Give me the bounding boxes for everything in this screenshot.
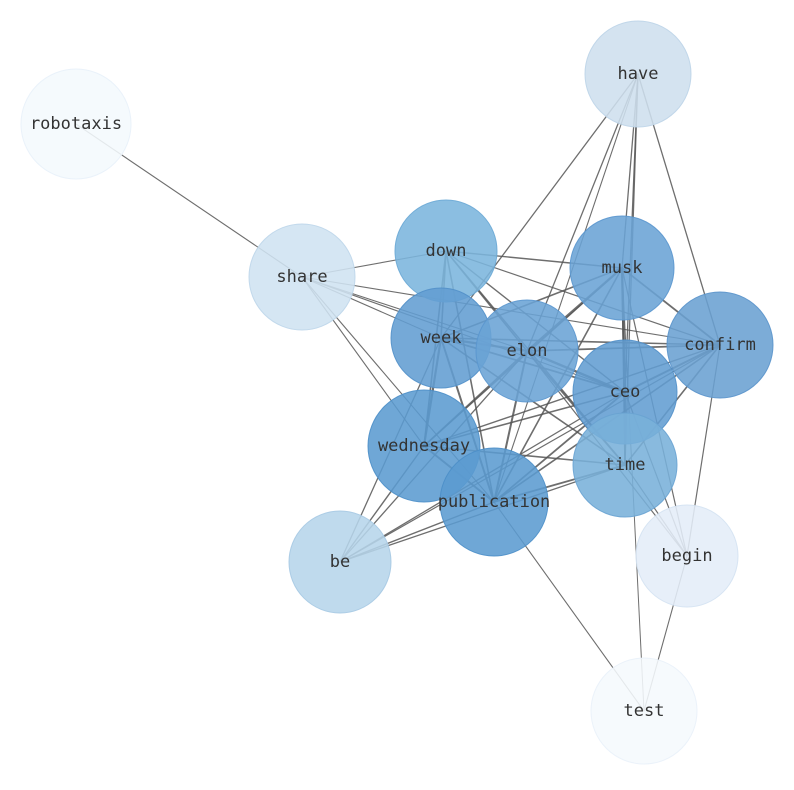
- graph-node[interactable]: be: [288, 510, 392, 614]
- graph-node[interactable]: have: [584, 20, 692, 128]
- node-label: share: [276, 267, 327, 287]
- node-circle[interactable]: [584, 20, 692, 128]
- node-layer: robotaxis have share down musk confirm week elo…: [20, 20, 774, 765]
- graph-node[interactable]: publication: [438, 447, 551, 557]
- node-label: begin: [661, 546, 712, 566]
- graph-node[interactable]: test: [590, 657, 698, 765]
- node-label: be: [330, 552, 350, 572]
- node-label: week: [421, 328, 462, 348]
- node-label: publication: [438, 492, 551, 512]
- node-circle[interactable]: [569, 215, 675, 321]
- node-circle[interactable]: [248, 223, 356, 331]
- graph-node[interactable]: elon: [475, 299, 579, 403]
- node-circle[interactable]: [20, 68, 132, 180]
- node-circle[interactable]: [635, 504, 739, 608]
- graph-node[interactable]: confirm: [666, 291, 774, 399]
- node-circle[interactable]: [666, 291, 774, 399]
- node-circle[interactable]: [439, 447, 549, 557]
- node-circle[interactable]: [590, 657, 698, 765]
- node-label: elon: [507, 341, 548, 361]
- node-label: down: [426, 241, 467, 261]
- graph-node[interactable]: begin: [635, 504, 739, 608]
- graph-node[interactable]: share: [248, 223, 356, 331]
- graph-edge: [493, 73, 639, 503]
- graph-node[interactable]: time: [572, 412, 678, 518]
- node-label: ceo: [610, 382, 641, 402]
- graph-node[interactable]: robotaxis: [20, 68, 132, 180]
- graph-node[interactable]: week: [390, 287, 492, 389]
- graph-node[interactable]: musk: [569, 215, 675, 321]
- graph-node[interactable]: down: [394, 199, 498, 303]
- node-label: robotaxis: [30, 114, 122, 134]
- node-label: confirm: [684, 335, 756, 355]
- node-label: time: [605, 455, 646, 475]
- node-label: test: [624, 701, 665, 721]
- node-label: musk: [602, 258, 643, 278]
- node-circle[interactable]: [288, 510, 392, 614]
- node-circle[interactable]: [572, 412, 678, 518]
- node-circle[interactable]: [475, 299, 579, 403]
- node-label: have: [618, 64, 659, 84]
- node-label: wednesday: [378, 436, 470, 456]
